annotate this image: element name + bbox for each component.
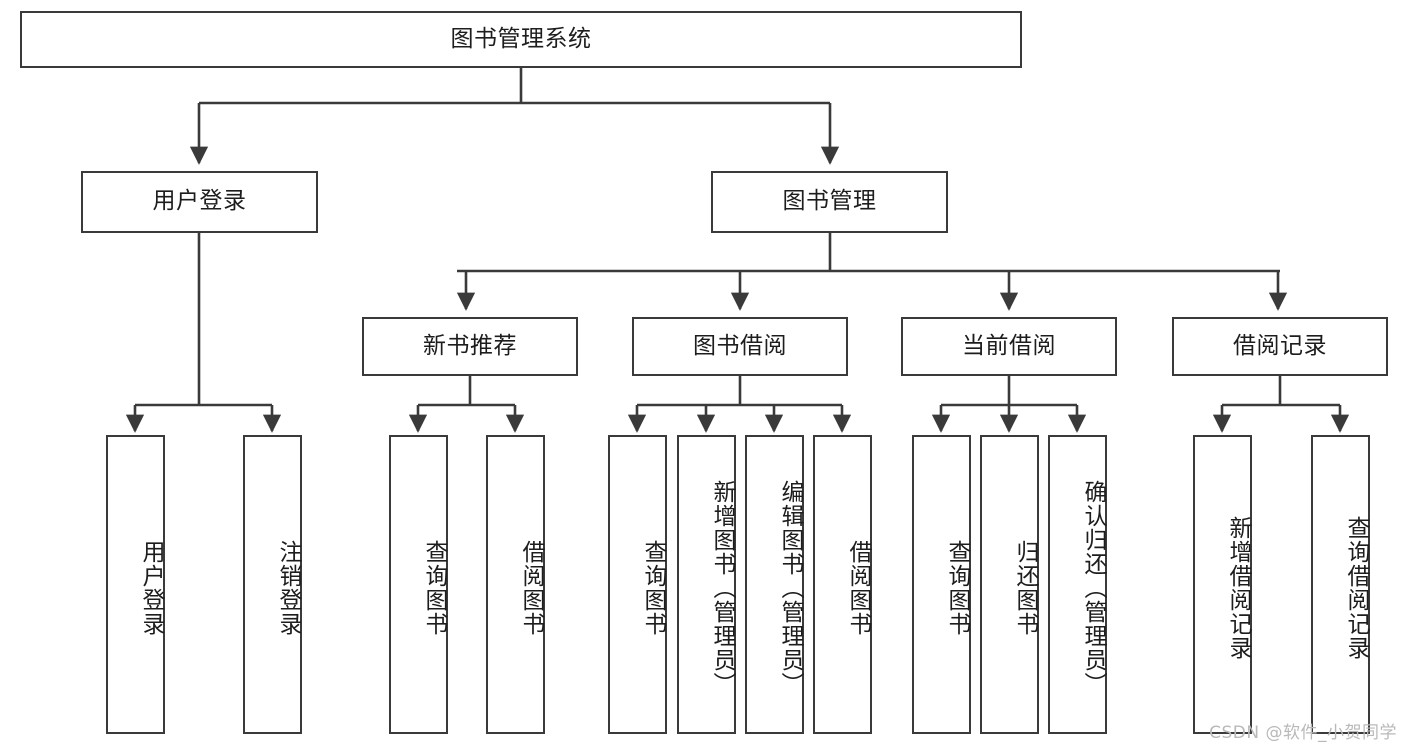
node-label: 借阅图书 — [845, 539, 871, 636]
leaf-current-borrow-1[interactable]: 归还图书 — [980, 435, 1039, 734]
node-label: 新书推荐 — [423, 332, 517, 359]
node-label: 图书管理 — [782, 188, 877, 215]
node-label: 确认归还（管理员） — [1080, 479, 1106, 696]
leaf-current-borrow-0[interactable]: 查询图书 — [912, 435, 971, 734]
node-label: 查询图书 — [421, 539, 447, 636]
node-label: 用户登录 — [138, 539, 164, 636]
leaf-user-login-1[interactable]: 注销登录 — [243, 435, 302, 734]
leaf-book-borrow-2[interactable]: 编辑图书（管理员） — [745, 435, 804, 734]
node-label: 查询图书 — [944, 539, 970, 636]
node-label: 编辑图书（管理员） — [777, 479, 803, 696]
edge-group-root — [189, 68, 840, 165]
leaf-borrow-records-0[interactable]: 新增借阅记录 — [1193, 435, 1252, 734]
leaf-book-borrow-0[interactable]: 查询图书 — [608, 435, 667, 734]
leaf-user-login-0[interactable]: 用户登录 — [106, 435, 165, 734]
node-new-book-recommend[interactable]: 新书推荐 — [362, 317, 578, 376]
node-user-login[interactable]: 用户登录 — [81, 171, 318, 233]
leaf-current-borrow-2[interactable]: 确认归还（管理员） — [1048, 435, 1107, 734]
edge-group-current-borrow — [931, 376, 1087, 433]
node-label: 图书借阅 — [693, 332, 787, 359]
edge-group-book-manage — [456, 233, 1288, 311]
leaf-book-borrow-1[interactable]: 新增图书（管理员） — [677, 435, 736, 734]
edge-group-user-login — [125, 233, 282, 433]
leaf-new-book-recommend-0[interactable]: 查询图书 — [389, 435, 448, 734]
leaf-book-borrow-3[interactable]: 借阅图书 — [813, 435, 872, 734]
node-label: 归还图书 — [1012, 539, 1038, 636]
node-label: 查询借阅记录 — [1343, 515, 1369, 660]
node-label: 当前借阅 — [962, 332, 1056, 359]
edge-group-borrow-records — [1212, 376, 1350, 433]
node-root-book-management-system[interactable]: 图书管理系统 — [20, 11, 1022, 68]
node-label: 借阅图书 — [518, 539, 544, 636]
leaf-new-book-recommend-1[interactable]: 借阅图书 — [486, 435, 545, 734]
node-current-borrow[interactable]: 当前借阅 — [901, 317, 1117, 376]
edge-group-new-book-recommend — [408, 376, 525, 433]
node-label: 新增借阅记录 — [1225, 515, 1251, 660]
node-label: 查询图书 — [640, 539, 666, 636]
node-borrow-records[interactable]: 借阅记录 — [1172, 317, 1388, 376]
node-label: 新增图书（管理员） — [709, 479, 735, 696]
leaf-borrow-records-1[interactable]: 查询借阅记录 — [1311, 435, 1370, 734]
node-book-borrow[interactable]: 图书借阅 — [632, 317, 848, 376]
node-label: 用户登录 — [152, 188, 247, 215]
node-book-management[interactable]: 图书管理 — [711, 171, 948, 233]
node-label: 借阅记录 — [1233, 332, 1327, 359]
edge-group-book-borrow — [627, 376, 852, 433]
node-label: 图书管理系统 — [450, 25, 592, 52]
node-label: 注销登录 — [275, 539, 301, 636]
csdn-watermark: CSDN @软件_小贺同学 — [1209, 723, 1397, 743]
